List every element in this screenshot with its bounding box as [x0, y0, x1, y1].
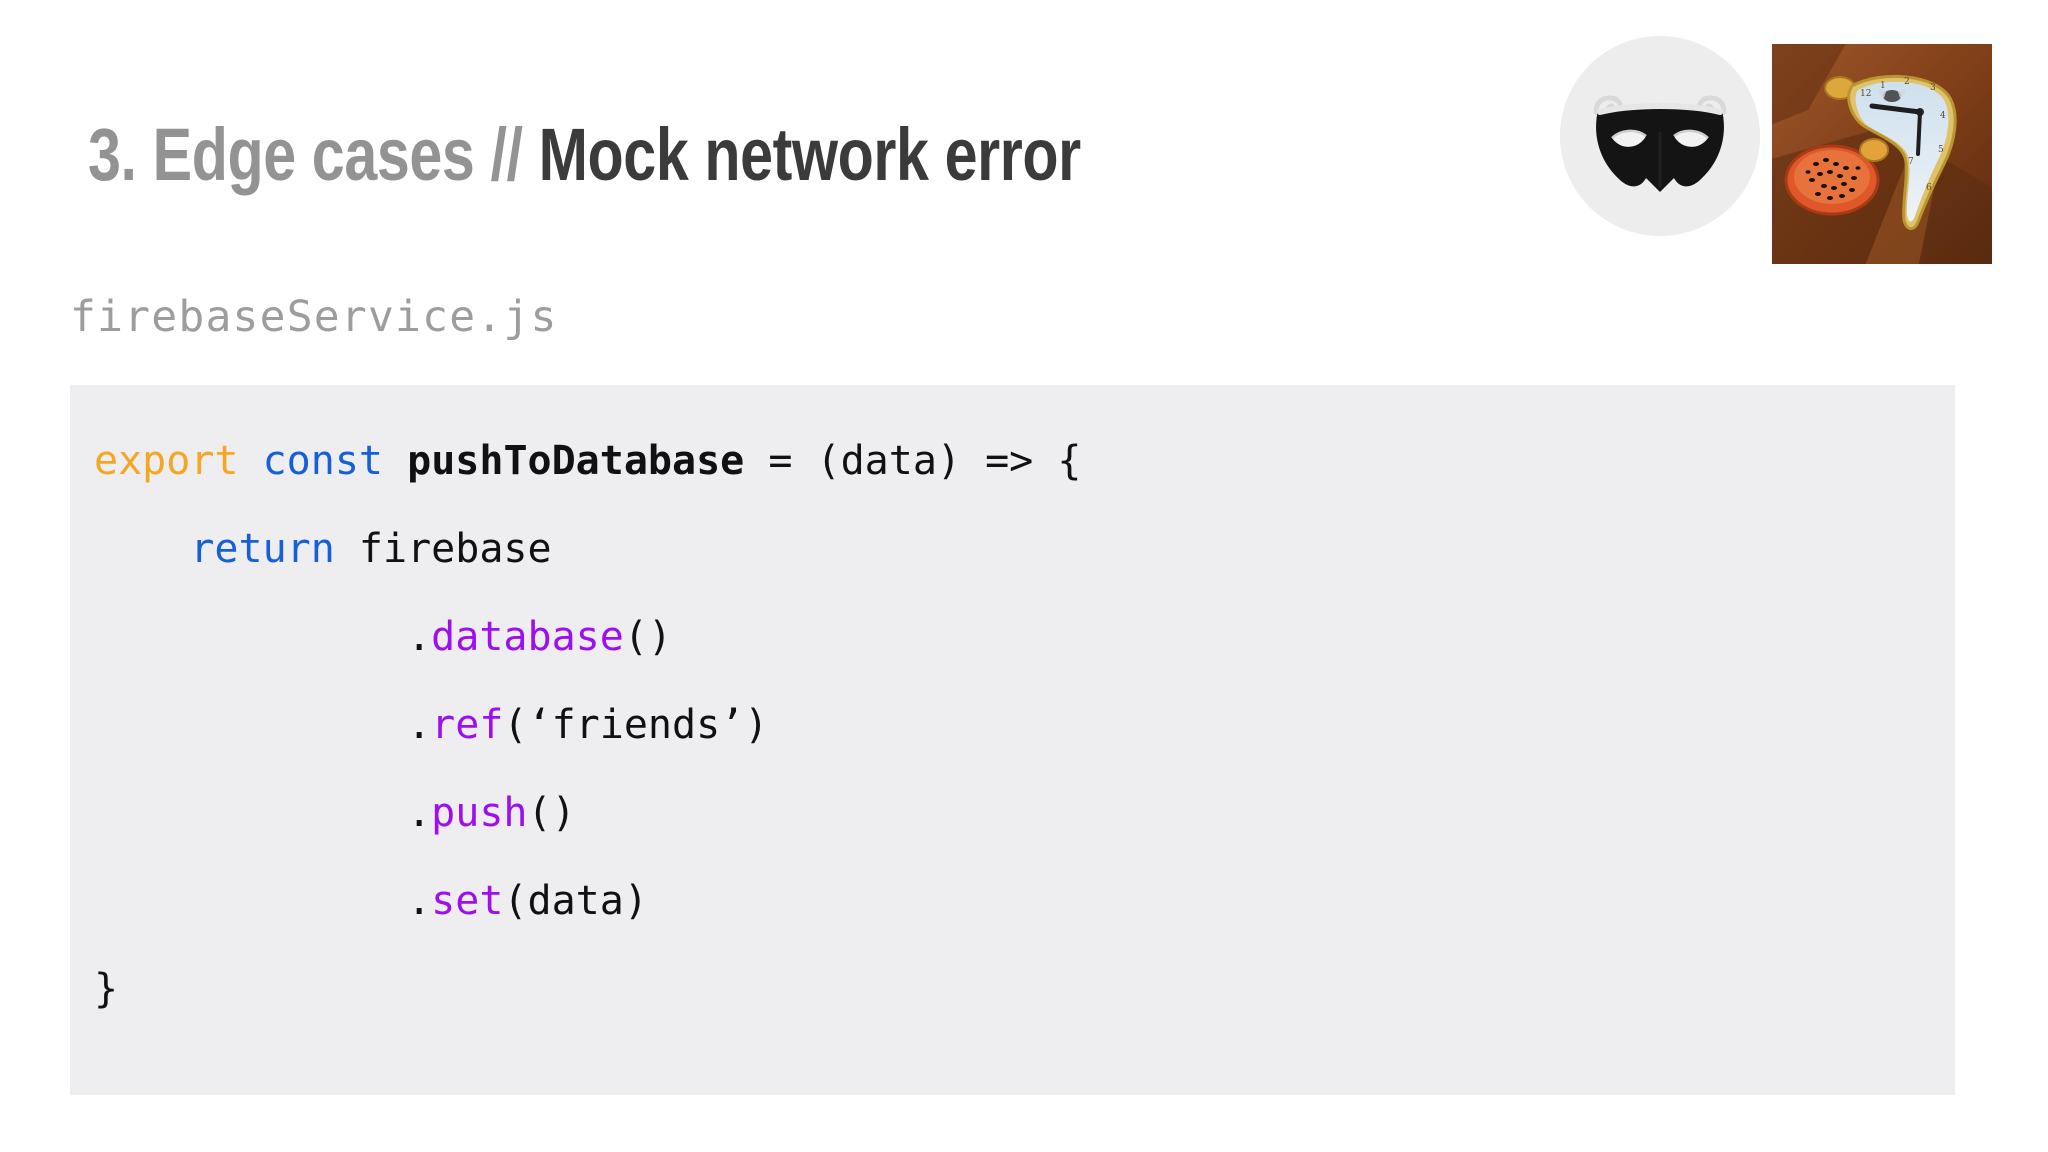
- code-line: export const pushToDatabase = (data) => …: [94, 417, 1955, 505]
- code-token-plain: }: [94, 966, 119, 1012]
- code-indent: [94, 790, 407, 836]
- code-content: export const pushToDatabase = (data) => …: [70, 417, 1955, 1033]
- code-token-plain: [239, 438, 263, 484]
- melting-clock-painting: 12 1 2 3 4 5 6 7: [1768, 40, 1996, 268]
- svg-text:5: 5: [1938, 145, 1944, 155]
- code-indent: [94, 878, 407, 924]
- code-token-method: ref: [431, 702, 504, 748]
- theatre-mask-icon: [1560, 36, 1760, 236]
- code-token-keyword-decl: const: [262, 438, 384, 484]
- svg-text:6: 6: [1926, 183, 1932, 193]
- code-line: }: [94, 945, 1955, 1033]
- svg-text:3: 3: [1930, 83, 1936, 93]
- code-line: return firebase: [94, 505, 1955, 593]
- code-token-method: push: [431, 790, 528, 836]
- title-main: Mock network error: [538, 113, 1082, 196]
- code-token-plain: (): [527, 790, 576, 836]
- svg-text:1: 1: [1880, 81, 1886, 91]
- code-token-plain: .: [407, 878, 432, 924]
- code-token-fnname: pushToDatabase: [407, 438, 745, 484]
- svg-text:4: 4: [1940, 111, 1946, 121]
- code-token-keyword-export: export: [94, 438, 239, 484]
- code-token-plain: = (data) => {: [744, 438, 1082, 484]
- code-token-plain: [383, 438, 407, 484]
- code-token-method: set: [431, 878, 504, 924]
- code-token-keyword-decl: return: [190, 526, 335, 572]
- code-indent: [94, 614, 407, 660]
- code-token-plain: (): [623, 614, 672, 660]
- code-line: .push(): [94, 769, 1955, 857]
- code-token-plain: firebase: [334, 526, 552, 572]
- title-prefix: 3. Edge cases //: [88, 113, 539, 196]
- code-line: .ref(‘friends’): [94, 681, 1955, 769]
- code-token-plain: (‘friends’): [503, 702, 769, 748]
- code-line: .database(): [94, 593, 1955, 681]
- code-token-plain: .: [407, 614, 432, 660]
- page-title: 3. Edge cases // Mock network error: [88, 118, 1329, 192]
- svg-text:2: 2: [1904, 77, 1910, 87]
- code-token-method: database: [431, 614, 624, 660]
- code-indent: [94, 526, 190, 572]
- svg-text:7: 7: [1908, 157, 1914, 167]
- code-filename-caption: firebaseService.js: [70, 292, 558, 342]
- svg-text:12: 12: [1860, 89, 1871, 99]
- code-token-plain: .: [407, 702, 432, 748]
- title-inline: 3. Edge cases // Mock network error: [88, 118, 1081, 192]
- code-token-plain: .: [407, 790, 432, 836]
- code-block-panel: export const pushToDatabase = (data) => …: [70, 385, 1955, 1095]
- code-token-plain: (data): [503, 878, 648, 924]
- code-indent: [94, 702, 407, 748]
- code-line: .set(data): [94, 857, 1955, 945]
